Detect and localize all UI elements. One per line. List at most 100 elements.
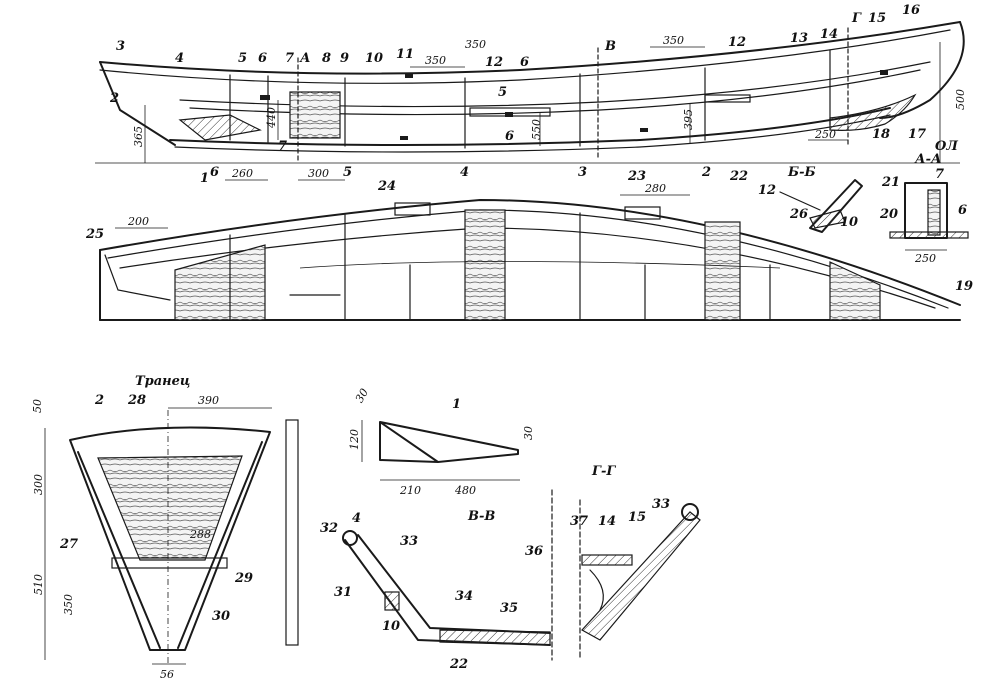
label: 20 xyxy=(879,207,898,222)
transom-crossbar xyxy=(111,557,228,569)
oarlock-plate xyxy=(394,202,431,216)
dim-label: 390 xyxy=(198,394,219,407)
section-bb xyxy=(779,179,863,233)
section-title: А-А xyxy=(914,152,942,167)
dim-label: 550 xyxy=(530,119,543,140)
label: ОЛ xyxy=(935,139,958,154)
bb-leader xyxy=(779,191,821,211)
dim-label: 480 xyxy=(454,484,476,497)
dim-label: 300 xyxy=(308,167,329,180)
transom-leg-right xyxy=(177,441,263,649)
label: 25 xyxy=(85,227,104,242)
plan-bulkhead xyxy=(704,221,741,321)
transom-knee xyxy=(178,114,262,141)
transom-side-view xyxy=(285,419,299,646)
label: 4 xyxy=(460,165,469,180)
transom-board xyxy=(97,455,243,561)
label: 28 xyxy=(127,393,146,408)
label: 22 xyxy=(729,169,748,184)
label: 14 xyxy=(598,514,616,529)
label: 12 xyxy=(485,55,503,70)
gg-gunwale xyxy=(681,503,699,521)
label: 14 xyxy=(820,27,838,42)
dim-label: 500 xyxy=(954,89,967,110)
transom-leg-left xyxy=(77,451,161,649)
label: В xyxy=(604,39,616,54)
label: 1 xyxy=(452,397,461,412)
dim-label: 250 xyxy=(914,252,936,265)
label: 7 xyxy=(935,167,944,182)
label: 4 xyxy=(175,51,184,66)
label: 35 xyxy=(500,601,518,616)
label: 12 xyxy=(728,35,746,50)
label: 16 xyxy=(902,3,920,18)
keel-line xyxy=(169,107,891,146)
fitting xyxy=(400,136,408,140)
label: 6 xyxy=(958,203,967,218)
section-title: Г-Г xyxy=(591,464,616,479)
dim-label: 300 xyxy=(32,474,45,495)
bracket-outline xyxy=(379,421,519,463)
dim-label: 365 xyxy=(132,126,145,147)
label: 19 xyxy=(955,279,973,294)
label: 21 xyxy=(881,175,900,190)
label: 6 xyxy=(520,55,529,70)
aa-base xyxy=(889,231,969,239)
dim-label: 50 xyxy=(31,399,44,413)
label: Г xyxy=(851,11,862,26)
label: 17 xyxy=(908,127,926,142)
label: 13 xyxy=(790,31,808,46)
label: 33 xyxy=(400,534,418,549)
label: 7 xyxy=(285,51,294,66)
sheer-line xyxy=(99,21,961,75)
label: 2 xyxy=(94,393,104,408)
gg-breasthook xyxy=(581,554,633,566)
stem-knee xyxy=(829,93,917,131)
labels: 3 2 4 5 6 7 А 8 9 10 11 12 6 В 12 13 14 … xyxy=(31,3,973,681)
label: 1 xyxy=(200,171,209,186)
plan-aft-panel xyxy=(174,244,266,321)
dim-label: 120 xyxy=(348,429,361,450)
label: 15 xyxy=(628,510,646,525)
section-gg xyxy=(579,499,701,661)
section-title: Транец xyxy=(135,374,190,389)
dim-label: 350 xyxy=(663,34,684,47)
label: 27 xyxy=(59,537,78,552)
profile-view xyxy=(95,21,965,181)
fitting xyxy=(505,112,513,117)
label: 31 xyxy=(334,585,352,600)
dim-label: 288 xyxy=(189,528,211,541)
label: 7 xyxy=(278,139,287,154)
bb-frame xyxy=(809,179,863,233)
label: 10 xyxy=(840,215,858,230)
section-title: Б-Б xyxy=(787,165,816,180)
plan-fwd-panel xyxy=(829,261,881,321)
label: 4 xyxy=(352,511,361,526)
label: 8 xyxy=(322,51,331,66)
label: 15 xyxy=(868,11,886,26)
label: 33 xyxy=(652,497,670,512)
dim-label: 200 xyxy=(127,215,149,228)
label: 6 xyxy=(258,51,267,66)
label: 5 xyxy=(498,85,507,100)
label: 6 xyxy=(210,165,219,180)
dim-label: 395 xyxy=(682,109,695,130)
label: 26 xyxy=(789,207,808,222)
transom-outline xyxy=(69,426,271,651)
dim-label: 30 xyxy=(353,386,371,405)
aa-post xyxy=(927,189,941,236)
section-aa xyxy=(889,182,969,251)
dim-label: 250 xyxy=(814,128,836,141)
label: 10 xyxy=(382,619,400,634)
label: 5 xyxy=(238,51,247,66)
dim-label: 350 xyxy=(425,54,446,67)
label: А xyxy=(299,51,311,66)
label: 23 xyxy=(627,169,646,184)
sheer-inner-line xyxy=(99,29,951,84)
plan-corner xyxy=(104,254,171,301)
label: 3 xyxy=(116,39,125,54)
label: 12 xyxy=(758,183,776,198)
bb-stringer xyxy=(809,209,846,229)
dim-label: 280 xyxy=(644,182,666,195)
